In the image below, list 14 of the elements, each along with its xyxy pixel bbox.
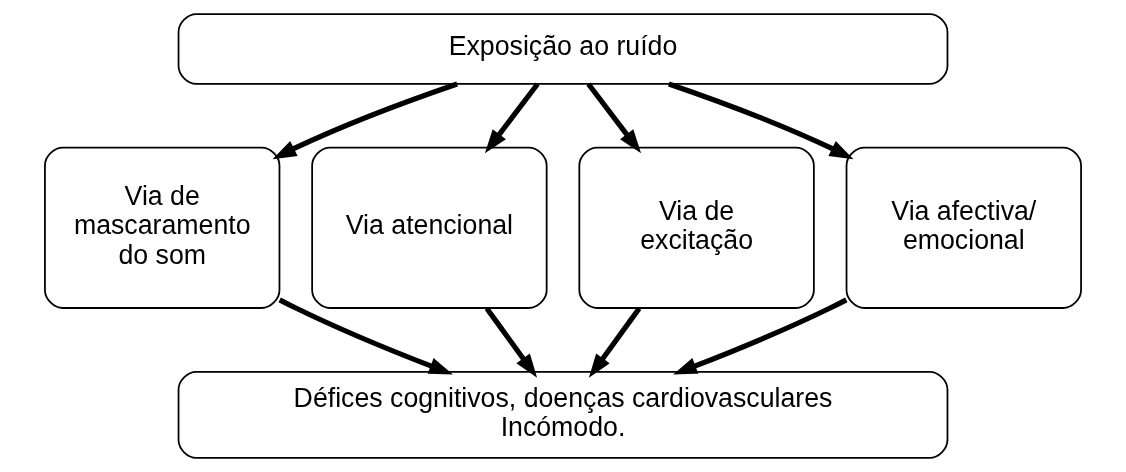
arrow: [278, 297, 453, 375]
node-box: Exposição ao ruído: [177, 13, 949, 85]
node-box: Défices cognitivos, doenças cardiovasculares Incómodo.: [177, 370, 949, 459]
node-box: Via de mascaramento do som: [44, 146, 281, 309]
arrow: [484, 306, 538, 378]
node-box: Via afectiva/ emocional: [845, 146, 1082, 309]
arrow: [586, 82, 642, 154]
node-box: Via de excitação: [578, 146, 815, 309]
arrow: [484, 82, 540, 154]
arrow: [668, 81, 854, 160]
arrow: [272, 81, 458, 160]
arrow: [673, 297, 848, 375]
arrow: [588, 306, 642, 378]
node-box: Via atencional: [311, 146, 548, 309]
